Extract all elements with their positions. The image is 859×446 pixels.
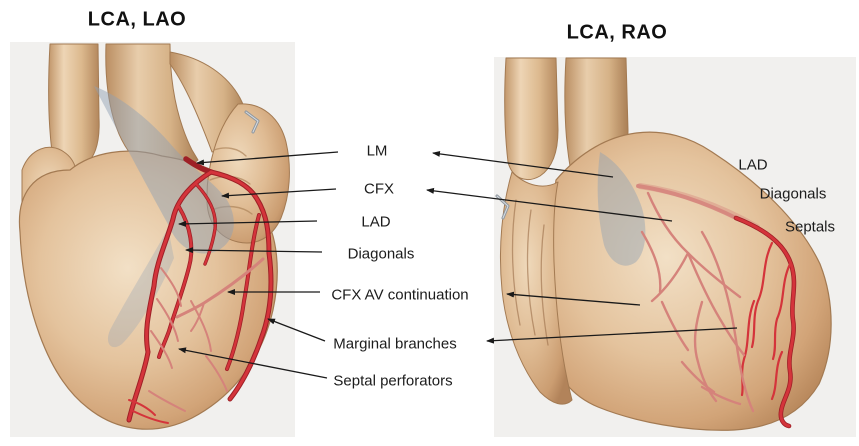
lao-pulmonary-overlay [94, 86, 234, 254]
lao-cfx-artery [209, 170, 273, 401]
arrow-diagonals-lao [185, 247, 323, 254]
rao-coronary-tree [636, 183, 797, 429]
label-diagonals: Diagonals [347, 245, 415, 263]
label-marginal-branches: Marginal branches [333, 335, 457, 353]
arrow-lm-lao [196, 151, 339, 166]
label-rao-septals: Septals [784, 218, 836, 236]
arrow-lad-lao [178, 220, 318, 227]
arrow-septal-lao [178, 347, 328, 379]
arrow-marginal-rao [486, 327, 738, 344]
arrow-cfx-rao [426, 187, 673, 222]
lao-septal-perforators [148, 267, 228, 412]
label-rao-diagonals: Diagonals [759, 185, 827, 203]
rao-heart-illustration [495, 57, 832, 431]
lao-coronary-tree [126, 156, 274, 424]
leader-arrows [178, 150, 738, 379]
lao-lad-artery [127, 170, 213, 422]
arrow-cfx-av-rao [506, 291, 641, 306]
rao-septal-branches [740, 241, 792, 401]
arrow-marginal-lao [267, 318, 326, 342]
label-cfx: CFX [364, 180, 394, 198]
label-cfx-av-continuation: CFX AV continuation [331, 286, 469, 304]
lao-diagonal-2 [196, 184, 217, 265]
label-septal-perforators: Septal perforators [333, 372, 453, 390]
lao-heart-illustration [18, 43, 290, 430]
lao-pulmonary-smoke [107, 228, 174, 348]
lao-view-title: LCA, LAO [87, 8, 187, 31]
rao-svc-vessel [504, 57, 559, 180]
label-lad: LAD [361, 213, 391, 231]
lao-diagonal-1 [157, 205, 193, 359]
arrow-lm-rao [432, 150, 614, 178]
rao-panel [494, 57, 856, 437]
label-lm: LM [366, 142, 388, 160]
arrow-cfx-lao [221, 188, 337, 199]
rao-atrial-fold [499, 171, 573, 405]
lao-panel [10, 42, 295, 437]
rao-lad-artery [734, 216, 796, 428]
rao-fold-creases [511, 199, 549, 346]
rao-view-title: LCA, RAO [566, 21, 668, 44]
lao-surgical-clip-highlight [245, 111, 259, 133]
rao-pulmonary-overlay [597, 152, 646, 266]
rao-diagonal-branches [640, 191, 746, 406]
label-rao-lad: LAD [738, 156, 768, 174]
lao-marginal-branch [225, 213, 261, 371]
